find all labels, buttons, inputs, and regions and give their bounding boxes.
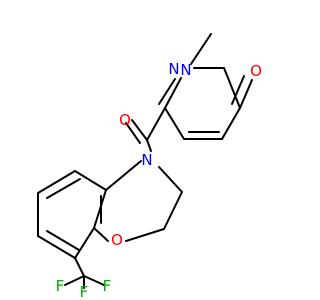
bond	[74, 227, 95, 259]
atom-label-ring-o: O	[250, 62, 262, 80]
bond	[221, 107, 241, 140]
bond	[37, 235, 76, 259]
atom-label-amide-n: N	[141, 151, 152, 169]
bond	[125, 122, 141, 144]
bond	[163, 191, 183, 230]
bond	[64, 275, 85, 286]
atom-label-ring-n: N	[168, 60, 179, 78]
atom-label-fluorine-1: F	[56, 277, 65, 295]
bond	[158, 78, 176, 105]
bond	[83, 275, 105, 286]
bond	[105, 160, 142, 191]
bond	[223, 67, 241, 109]
bond	[131, 119, 148, 141]
bond	[231, 75, 245, 105]
atom-label-fluorine-3: F	[80, 283, 89, 300]
bond	[164, 77, 182, 109]
atom-label-ether-o: O	[111, 231, 123, 249]
bond	[74, 170, 107, 191]
atom-label-carbonyl-o: O	[119, 111, 131, 129]
bond	[158, 166, 183, 193]
chemical-structure: N N O O N O F F F	[37, 33, 262, 300]
atom-label-layer: N N O O N O F F F	[56, 60, 262, 300]
bond	[74, 257, 85, 277]
bond	[37, 170, 76, 194]
bond	[190, 33, 212, 65]
bond	[125, 228, 165, 242]
bond	[239, 79, 253, 109]
atom-label-fluorine-2: F	[103, 277, 112, 295]
bond	[146, 139, 152, 152]
bond	[46, 230, 80, 251]
bond	[46, 178, 81, 199]
bond-layer	[37, 33, 253, 289]
bond	[146, 107, 166, 141]
atom-label-methyl-n: N	[180, 61, 191, 79]
bond	[164, 107, 185, 140]
bond	[93, 227, 109, 242]
